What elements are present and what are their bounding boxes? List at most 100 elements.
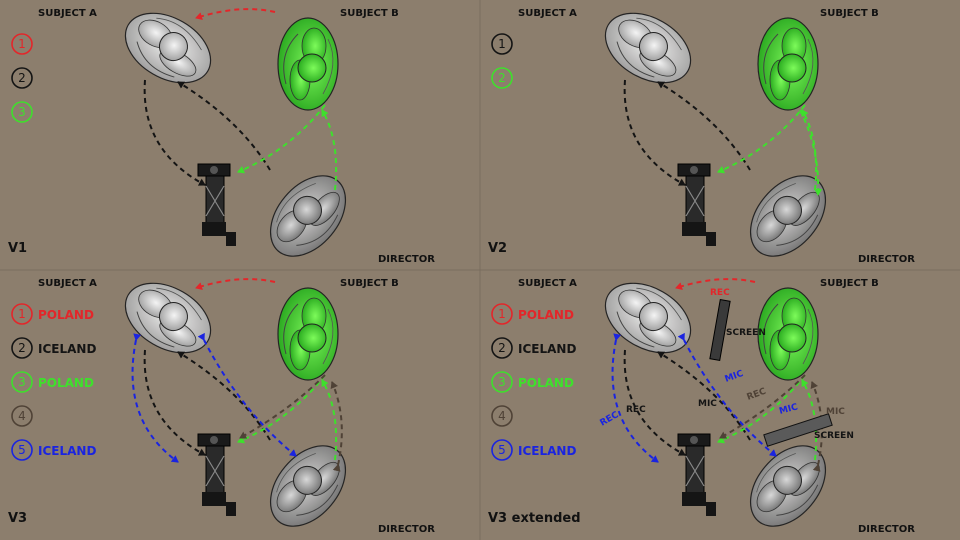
- legend-item: 1: [491, 33, 513, 55]
- subject-b-figure: [757, 17, 819, 111]
- arrow-red: [195, 278, 276, 290]
- subject-b-label: SUBJECT B: [820, 278, 879, 289]
- panel-caption: V3: [8, 511, 27, 526]
- legend-number-circle: [11, 101, 33, 123]
- legend-number-circle: [11, 337, 33, 359]
- panel-caption: V1: [8, 241, 27, 256]
- legend-number: 1: [498, 37, 506, 51]
- legend-item: 2: [491, 67, 513, 89]
- legend-item: 2: [11, 67, 33, 89]
- subject-a-label: SUBJECT A: [38, 8, 97, 19]
- arrow-black-a-to-camera: [623, 79, 686, 186]
- legend-number: 1: [18, 307, 26, 321]
- subject-b-label: SUBJECT B: [340, 8, 399, 19]
- arrow-black-a-to-camera: [143, 79, 206, 186]
- arrow-black-director-to-a: [657, 81, 751, 171]
- director-figure: [749, 175, 827, 257]
- annotation-label: SCREEN: [726, 328, 766, 338]
- subject-b-figure: [277, 287, 339, 381]
- annotation-label: SCREEN: [814, 431, 854, 441]
- annotation-label: REC: [746, 387, 768, 403]
- legend-number-circle: [11, 405, 33, 427]
- legend-number: 5: [18, 443, 26, 457]
- legend-label: ICELAND: [518, 342, 576, 356]
- subject-a-figure: [124, 282, 212, 354]
- legend-number-circle: [491, 303, 513, 325]
- camera-rig: [197, 433, 236, 516]
- legend-number-circle: [11, 439, 33, 461]
- arrow-red: [675, 278, 756, 290]
- legend-label: POLAND: [518, 376, 574, 390]
- annotation-label: MIC: [826, 407, 845, 417]
- director-label: DIRECTOR: [858, 524, 915, 535]
- camera-rig: [197, 163, 236, 246]
- panel-caption: V2: [488, 241, 507, 256]
- screen-device: [709, 299, 731, 361]
- legend-label: POLAND: [38, 376, 94, 390]
- legend-item: 5 ICELAND: [11, 439, 96, 461]
- annotation-label: REC: [599, 410, 621, 429]
- legend-number: 4: [18, 409, 26, 423]
- legend-number-circle: [11, 67, 33, 89]
- annotation-label: REC: [626, 405, 646, 415]
- arrow-black-director-to-a: [177, 81, 271, 171]
- legend-number: 2: [498, 71, 506, 85]
- legend-number: 5: [498, 443, 506, 457]
- legend-label: POLAND: [38, 308, 94, 322]
- director-figure: [269, 175, 347, 257]
- arrow-black-director-to-a: [657, 351, 751, 441]
- legend-number: 1: [18, 37, 26, 51]
- screen-device: [763, 413, 833, 447]
- annotation-label: MIC: [724, 369, 746, 385]
- legend-label: POLAND: [518, 308, 574, 322]
- arrow-brown-director: [330, 381, 343, 472]
- director-label: DIRECTOR: [378, 254, 435, 265]
- annotation-label: MIC: [778, 402, 799, 417]
- legend-item: 3 POLAND: [11, 371, 94, 393]
- camera-rig: [677, 163, 716, 246]
- legend-number-circle: [11, 33, 33, 55]
- arrow-blue-a-to-director: [197, 332, 297, 457]
- subject-a-figure: [124, 12, 212, 84]
- annotation-label: REC: [710, 288, 730, 298]
- legend-number-circle: [491, 439, 513, 461]
- director-label: DIRECTOR: [858, 254, 915, 265]
- legend-item: 3 POLAND: [491, 371, 574, 393]
- legend-number: 3: [498, 375, 506, 389]
- legend-item: 1 POLAND: [11, 303, 94, 325]
- arrow-black-director-to-a: [177, 351, 271, 441]
- legend-label: ICELAND: [518, 444, 576, 458]
- legend-item: 4: [491, 405, 513, 427]
- legend-item: 2 ICELAND: [491, 337, 576, 359]
- legend-number: 1: [498, 307, 506, 321]
- legend-item: 4: [11, 405, 33, 427]
- arrow-green-director-to-b: [321, 109, 338, 191]
- legend-number-circle: [11, 303, 33, 325]
- arrow-green-b-to-camera: [717, 104, 806, 174]
- legend-label: ICELAND: [38, 342, 96, 356]
- legend-number-circle: [491, 33, 513, 55]
- legend-number-circle: [11, 371, 33, 393]
- legend-number: 2: [498, 341, 506, 355]
- legend-label: ICELAND: [38, 444, 96, 458]
- annotation-label: MIC: [698, 399, 717, 409]
- arrow-green-director-to-b: [801, 109, 818, 191]
- legend-item: 5 ICELAND: [491, 439, 576, 461]
- arrow-blue-a-to-camera: [611, 333, 659, 463]
- arrow-brown: [239, 374, 326, 439]
- subject-b-figure: [757, 287, 819, 381]
- director-label: DIRECTOR: [378, 524, 435, 535]
- legend-number: 3: [18, 105, 26, 119]
- legend-item: 3: [11, 101, 33, 123]
- legend-number-circle: [491, 405, 513, 427]
- director-figure: [269, 445, 347, 527]
- arrow-brown-director: [810, 381, 823, 472]
- legend-number: 3: [18, 375, 26, 389]
- legend-number-circle: [491, 337, 513, 359]
- panel-caption: V3 extended: [488, 511, 581, 526]
- director-figure: [749, 445, 827, 527]
